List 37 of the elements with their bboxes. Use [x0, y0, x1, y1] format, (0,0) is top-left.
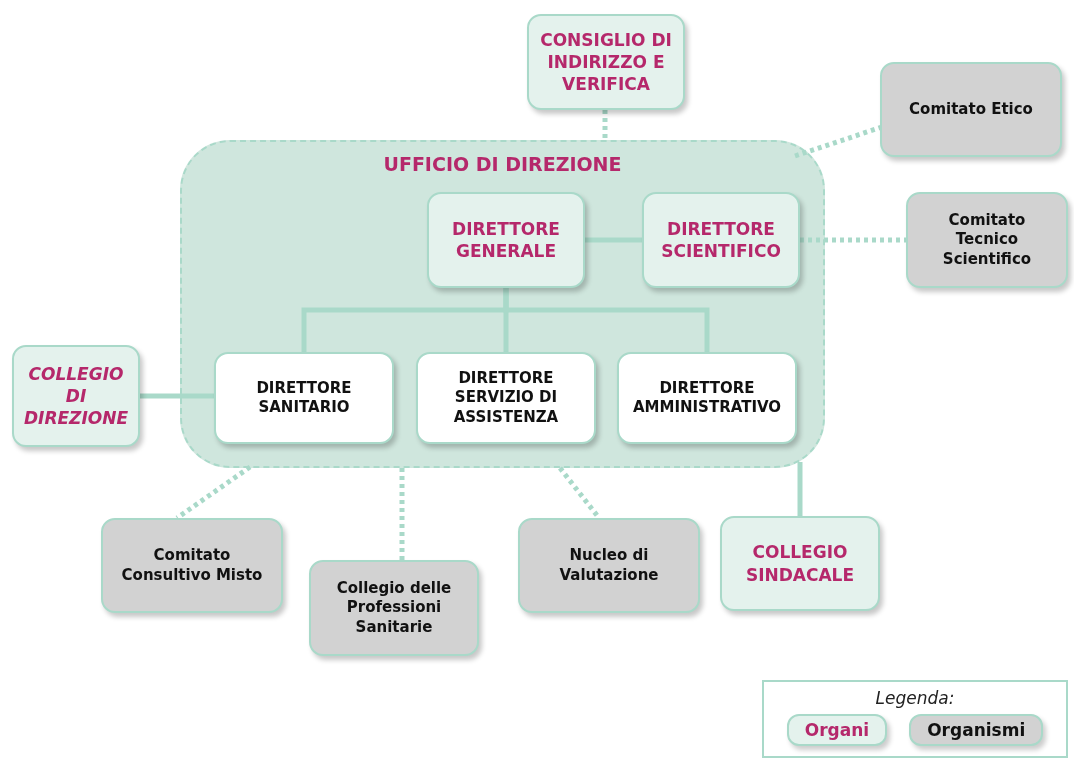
node-label: DIRETTORE SERVIZIO DI ASSISTENZA	[452, 368, 560, 428]
dotted-connector	[800, 237, 906, 243]
node-label: COLLEGIO SINDACALE	[744, 541, 856, 586]
organ-box	[427, 192, 585, 288]
body-box	[101, 518, 283, 613]
node-label: Comitato Etico	[909, 99, 1033, 120]
dotted-connector	[399, 468, 405, 560]
connector-line	[140, 393, 214, 399]
dotted-connector	[602, 110, 608, 140]
node-label: Collegio delle Professioni Sanitarie	[335, 578, 453, 638]
director-box	[617, 352, 797, 444]
node-label: DIRETTORE SANITARIO	[255, 378, 353, 418]
office-group-panel	[180, 140, 825, 468]
node-label: DIRETTORE SCIENTIFICO	[660, 217, 782, 263]
director-box	[416, 352, 596, 444]
body-box	[518, 518, 700, 613]
body-box	[309, 560, 479, 656]
connector-line	[797, 462, 803, 516]
body-box	[906, 192, 1068, 288]
organ-box	[642, 192, 800, 288]
node-label: CONSIGLIO DI INDIRIZZO E VERIFICA	[539, 28, 673, 96]
node-label: DIRETTORE GENERALE	[451, 217, 561, 263]
legend-title: Legenda:	[875, 688, 955, 708]
organ-box	[527, 14, 685, 110]
node-label: Comitato Tecnico Scientifico	[941, 210, 1033, 270]
legend-key: Organismi	[909, 714, 1044, 746]
node-label: UFFICIO DI DIREZIONE	[383, 152, 622, 177]
node-label: DIRETTORE AMMINISTRATIVO	[631, 378, 783, 418]
legend-key: Organi	[786, 714, 888, 746]
organ-box	[720, 516, 880, 611]
connector-line	[585, 237, 642, 243]
node-label: Nucleo di Valutazione	[558, 546, 660, 585]
node-label: Comitato Consultivo Misto	[120, 546, 264, 585]
node-label: COLLEGIO DI DIREZIONE	[22, 362, 130, 430]
director-box	[214, 352, 394, 444]
body-box	[880, 62, 1062, 157]
organ-box	[12, 345, 140, 447]
